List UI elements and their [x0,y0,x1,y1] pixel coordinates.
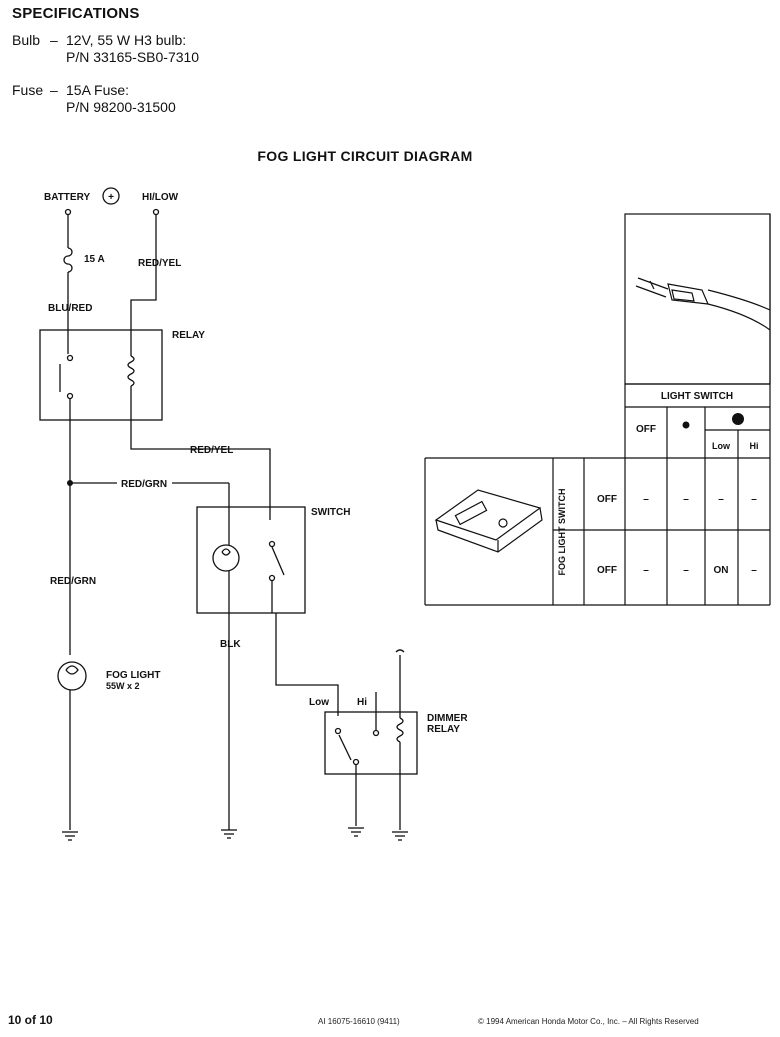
row1-cell-off: – [643,494,649,505]
dimmer-relay-label: RELAY [427,724,460,735]
fuse-rating-label: 15 A [84,254,105,265]
column-low: Low [712,441,731,451]
row2-cell-pos1: – [683,565,689,576]
fuse-spec-dash: – [50,82,58,98]
fog-light-switch-icon [434,489,543,553]
battery-plus-sign: + [108,192,114,203]
bulb-spec-value: 12V, 55 W H3 bulb: [66,32,187,48]
row1-cell-hi: – [751,494,757,505]
light-switch-illustration-panel [624,213,771,385]
fog-light-switch-label: FOG LIGHT SWITCH [557,489,567,576]
red-yel-wire-label-1: RED/YEL [138,258,181,269]
ground-symbols [62,827,408,841]
battery-label: BATTERY [44,192,90,203]
column-hi: Hi [750,441,759,451]
fuse-part-number: P/N 98200-31500 [66,99,176,115]
fuse-spec-value: 15A Fuse: [66,82,130,98]
light-switch-header: LIGHT SWITCH [661,391,733,402]
light-switch-stalk-icon [635,277,771,331]
column-off: OFF [636,424,656,435]
bulb-spec-dash: – [50,32,58,48]
row1-cell-pos1: – [683,494,689,505]
fog-light-symbol [57,661,87,691]
battery-terminal [64,208,72,216]
fog-light-label: FOG LIGHT [106,670,160,681]
relay-box [39,329,163,421]
row1-state: OFF [597,494,617,505]
red-grn-wire-label-1: RED/GRN [121,479,167,490]
page-number: 10 of 10 [8,1013,53,1027]
hi-label: Hi [357,697,367,708]
blk-wire-label: BLK [220,639,241,650]
circuit-diagram: BATTERY + HI/LOW 15 A RED/YEL BLU/RED RE… [39,187,468,841]
bulb-spec-label: Bulb [12,32,41,48]
low-label: Low [309,697,329,708]
fog-light-spec-label: 55W x 2 [106,681,140,691]
switch-table: LIGHT SWITCH OFF Low Hi FOG LIGHT SWITCH… [424,213,771,606]
fuse-symbol [63,247,73,273]
battery-plus-circle [102,187,120,205]
specifications-title: SPECIFICATIONS [12,5,140,22]
hilow-terminal [152,208,160,216]
relay-coil [127,355,135,387]
hilow-label: HI/LOW [142,192,179,203]
diagram-title: FOG LIGHT CIRCUIT DIAGRAM [257,148,473,164]
red-grn-wire-label-2: RED/GRN [50,576,96,587]
blu-red-wire-label: BLU/RED [48,303,92,314]
fuse-spec-label: Fuse [12,82,44,98]
row2-state: OFF [597,565,617,576]
dimmer-relay-box [324,711,418,775]
light-switch-position-2-dot [732,413,744,425]
light-switch-position-1-dot [682,421,690,429]
row1-cell-low: – [718,494,724,505]
document-number: AI 16075-16610 (9411) [318,1017,400,1026]
switch-lamp [212,544,240,572]
row2-cell-low: ON [714,565,729,576]
row2-cell-hi: – [751,565,757,576]
switch-box [196,506,306,614]
dimmer-label: DIMMER [427,713,468,724]
red-yel-wire-label-2: RED/YEL [190,445,233,456]
switch-label: SWITCH [311,507,350,518]
relay-label: RELAY [172,330,205,341]
junction-dot [67,480,73,486]
dimmer-coil [396,717,404,743]
row2-cell-off: – [643,565,649,576]
bulb-part-number: P/N 33165-SB0-7310 [66,49,200,65]
copyright-notice: © 1994 American Honda Motor Co., Inc. – … [478,1017,699,1026]
